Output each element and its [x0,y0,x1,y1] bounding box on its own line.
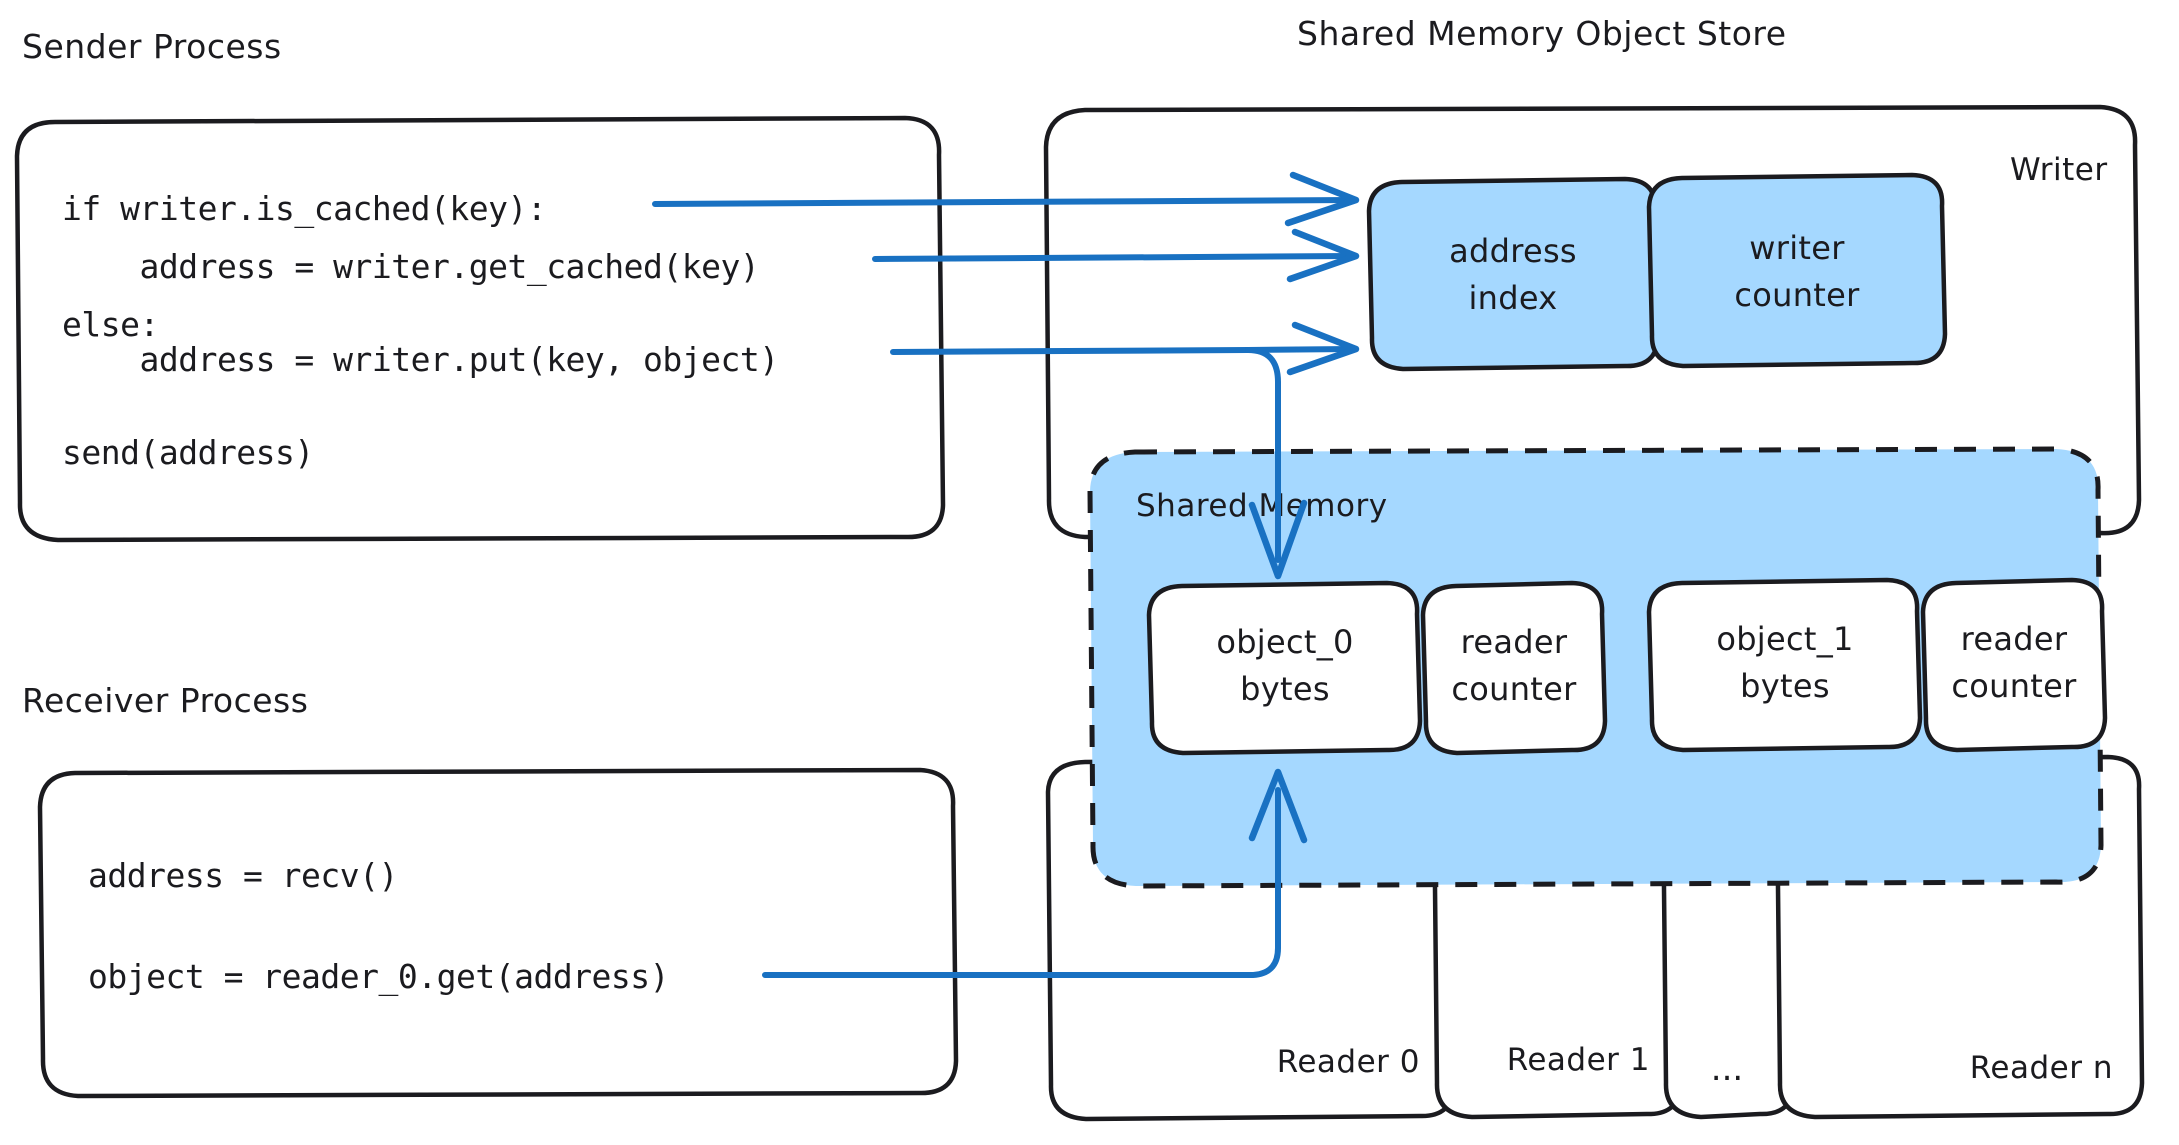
arrow-reader-get [762,768,1308,978]
object-0-bytes-box [1146,580,1423,756]
reader-counter-0-box [1420,580,1608,756]
sender-code-line-3: else: [62,305,159,344]
address-index-label-line1: address [1449,232,1577,270]
arrow-put [890,321,1360,580]
receiver-code-line-2: object = reader_0.get(address) [88,957,669,997]
arrow-is-cached [652,171,1360,227]
address-index-box [1366,176,1661,372]
receiver-process-box [37,767,959,1099]
sender-process-box [14,115,946,543]
object-1-label-line2: bytes [1740,667,1830,705]
writer-counter-box [1646,172,1948,369]
writer-counter-label-line2: counter [1734,276,1860,314]
reader-ellipsis-label: ... [1711,1049,1743,1089]
reader-n-label: Reader n [1970,1050,2113,1086]
reader-counter-0-label-line2: counter [1451,670,1577,708]
store-title: Shared Memory Object Store [1297,14,1787,53]
sender-process-title: Sender Process [22,27,282,66]
reader-counter-1-box [1920,577,2108,753]
reader-counter-1-label-line2: counter [1951,667,2077,705]
object-1-label-line1: object_1 [1716,620,1853,658]
reader-1-label: Reader 1 [1507,1042,1650,1078]
sender-code-line-4: address = writer.put(key, object) [62,340,779,379]
sender-code-line-2: address = writer.get_cached(key) [62,247,759,287]
writer-counter-label-line1: writer [1749,229,1845,267]
sender-code-line-6: send(address) [62,433,314,472]
object-1-bytes-box [1646,577,1923,753]
writer-outer-box [1043,104,2142,540]
sender-code-line-1: if writer.is_cached(key): [62,189,546,229]
object-0-label-line1: object_0 [1216,623,1353,661]
address-index-label-line2: index [1468,279,1557,317]
reader-counter-1-label-line1: reader [1961,620,2068,658]
writer-label: Writer [2010,152,2108,188]
arrow-get-cached [872,228,1360,283]
object-0-label-line2: bytes [1240,670,1330,708]
reader-0-label: Reader 0 [1277,1044,1420,1080]
reader-counter-0-label-line1: reader [1461,623,1568,661]
receiver-process-title: Receiver Process [22,681,308,720]
shared-memory-label: Shared Memory [1136,488,1388,524]
receiver-code-line-1: address = recv() [88,856,398,895]
